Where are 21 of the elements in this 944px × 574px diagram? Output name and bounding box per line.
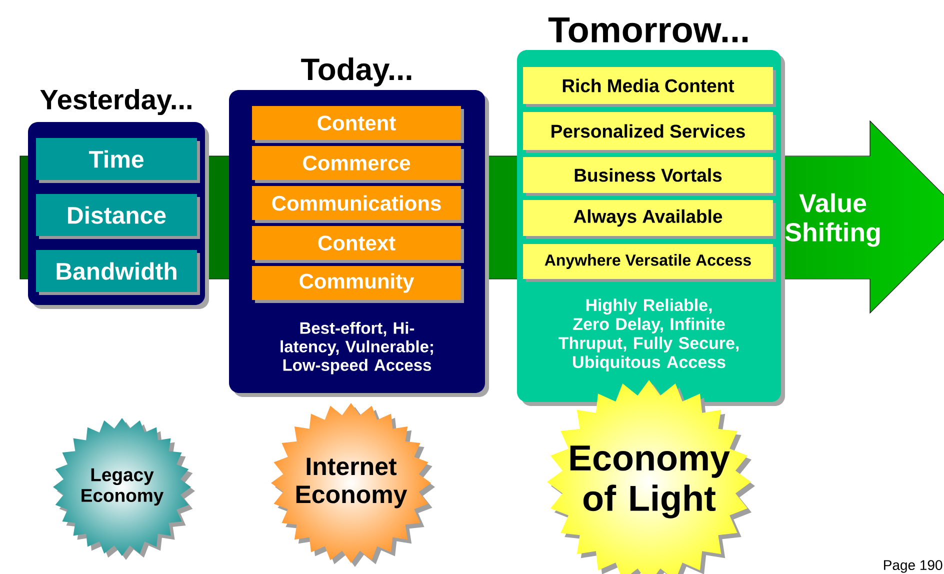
item-box: Rich Media Content: [523, 67, 776, 107]
page-number: Page 190: [884, 560, 942, 573]
starburst: Legacy Economy: [53, 418, 195, 560]
item-box: Time: [36, 138, 200, 183]
heading: Tomorrow...: [548, 17, 748, 43]
starburst: Economy of Light: [547, 380, 755, 574]
item-box: Content: [252, 106, 464, 143]
item-box: Context: [252, 226, 464, 263]
item-box: Anywhere Versatile Access: [523, 244, 776, 282]
heading: Yesterday...: [40, 88, 192, 116]
item-box: Business Vortals: [523, 157, 776, 196]
item-box: Communications: [252, 186, 464, 223]
item-box: Bandwidth: [36, 250, 200, 295]
item-box: Community: [252, 266, 464, 303]
item-box: Personalized Services: [523, 112, 776, 153]
item-box: Commerce: [252, 146, 464, 183]
starburst: Internet Economy: [271, 403, 435, 567]
arrow-head: Value Shifting: [782, 120, 944, 314]
item-box: Always Available: [523, 200, 776, 239]
heading: Today...: [301, 58, 412, 86]
item-box: Distance: [36, 194, 200, 239]
